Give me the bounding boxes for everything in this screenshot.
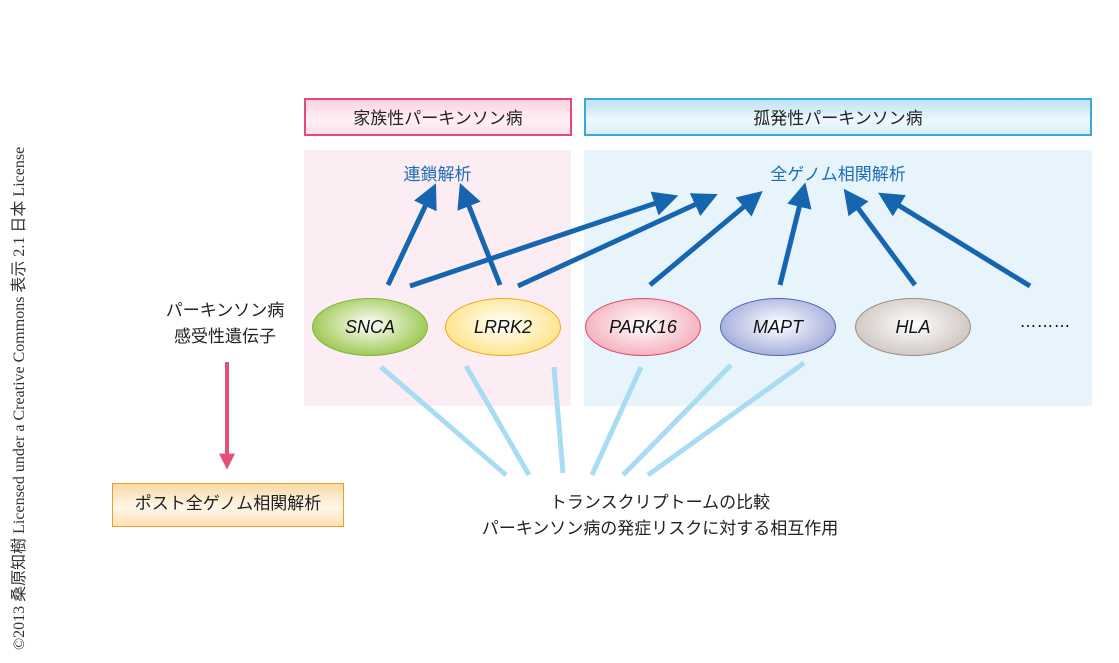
arrow-more-to-gwas: [878, 192, 1032, 289]
sporadic-pd-header: 孤発性パーキンソン病: [584, 98, 1092, 136]
gene-mapt: MAPT: [720, 298, 836, 356]
arrow-lrrk2-to-linkage: [457, 182, 503, 286]
familial-pd-header: 家族性パーキンソン病: [304, 98, 572, 136]
link-snca-to-transcriptome: [379, 365, 508, 477]
transcriptome-comparison-text: トランスクリプトームの比較 パーキンソン病の発症リスクに対する相互作用: [420, 490, 900, 542]
susceptibility-line-1: パーキンソン病: [165, 301, 285, 321]
bottom-text-line-1: トランスクリプトームの比較: [549, 493, 771, 513]
bottom-text-line-2: パーキンソン病の発症リスクに対する相互作用: [481, 519, 839, 539]
arrow-snca-to-linkage: [385, 183, 437, 287]
gene-park16: PARK16: [585, 298, 701, 356]
susceptibility-line-2: 感受性遺伝子: [174, 327, 276, 347]
link-park16-to-transcriptome: [551, 366, 566, 474]
gene-snca: SNCA: [312, 298, 428, 356]
link-hla-to-transcriptome: [621, 363, 733, 477]
gwas-label: 全ゲノム相関解析: [770, 165, 906, 185]
post-gwas-box: ポスト全ゲノム相関解析: [112, 483, 344, 527]
arrow-hla-to-gwas: [843, 188, 918, 287]
arrow-snca-to-gwas: [409, 191, 679, 289]
link-more-to-transcriptome: [646, 360, 806, 478]
arrow-park16-to-gwas: [648, 191, 763, 287]
susceptibility-genes-label: パーキンソン病 感受性遺伝子: [150, 298, 300, 350]
gene-lrrk2: LRRK2: [445, 298, 561, 356]
gene-hla: HLA: [855, 298, 971, 356]
arrow-mapt-to-gwas: [777, 182, 812, 286]
link-lrrk2-to-transcriptome: [463, 364, 532, 477]
more-genes-ellipsis: ………: [1020, 312, 1071, 331]
link-mapt-to-transcriptome: [589, 365, 644, 477]
arrow-lrrk2-to-gwas: [516, 193, 718, 289]
linkage-analysis-label: 連鎖解析: [403, 165, 472, 185]
